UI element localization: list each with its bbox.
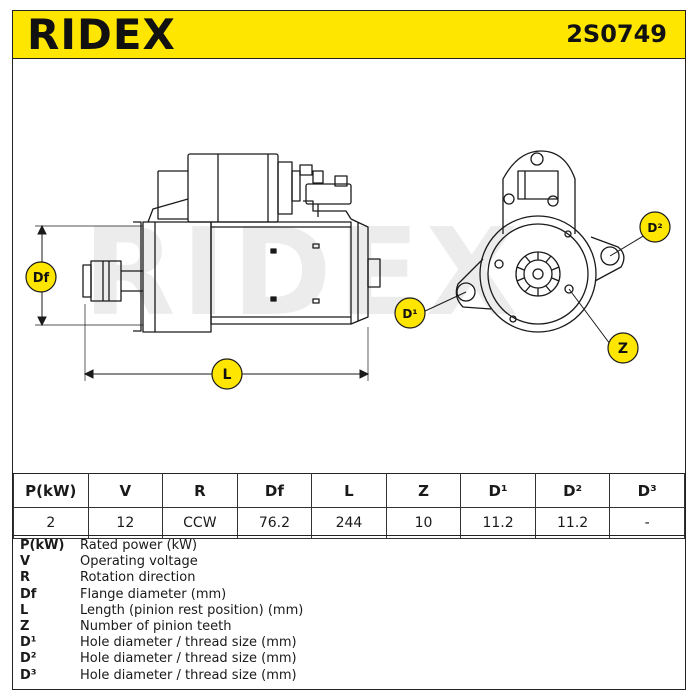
spec-header: R — [162, 473, 238, 508]
legend-symbol: L — [20, 602, 29, 618]
label-l-text: L — [223, 367, 232, 383]
legend-description: Hole diameter / thread size (mm) — [80, 667, 297, 683]
pinion-teeth — [516, 252, 560, 296]
spec-header: D² — [534, 473, 611, 508]
legend-symbol: Df — [20, 586, 37, 602]
label-l: L — [211, 358, 243, 390]
starter-front-view — [455, 150, 625, 333]
spec-header: Z — [385, 473, 462, 508]
legend-divider — [13, 535, 685, 536]
legend-symbol: D² — [20, 651, 37, 667]
spec-value: 11.2 — [534, 507, 611, 539]
legend-symbol: P(kW) — [20, 538, 65, 553]
spec-header: P(kW) — [13, 473, 89, 508]
legend-description: Operating voltage — [80, 554, 198, 570]
label-d2-text: D² — [647, 221, 662, 235]
spec-value: - — [609, 507, 685, 539]
legend-symbol: Z — [20, 618, 30, 634]
legend-item: D² Hole diameter / thread size (mm) — [20, 651, 660, 667]
label-d1: D¹ — [394, 297, 426, 329]
spec-header: Df — [236, 473, 313, 508]
watermark-text: RIDEX — [83, 204, 524, 343]
legend-description: Number of pinion teeth — [80, 618, 232, 634]
spec-value: CCW — [162, 507, 238, 539]
legend-item: L Length (pinion rest position) (mm) — [20, 603, 660, 619]
legend-description: Hole diameter / thread size (mm) — [80, 635, 297, 651]
legend-item: P(kW) Rated power (kW) — [20, 538, 660, 554]
legend-list: P(kW) Rated power (kW) V Operating voltage… — [20, 538, 660, 684]
legend-symbol: D¹ — [20, 635, 37, 651]
legend-item: D¹ Hole diameter / thread size (mm) — [20, 635, 660, 651]
spec-value: 10 — [385, 507, 462, 539]
legend-item: Z Number of pinion teeth — [20, 619, 660, 635]
legend-item: D³ Hole diameter / thread size (mm) — [20, 668, 660, 684]
label-df: Df — [25, 261, 57, 293]
specs-table: P(kW) V R Df L Z D¹ D² D³ 2 12 CCW 76.2 … — [13, 473, 685, 539]
legend-item: R Rotation direction — [20, 570, 660, 586]
label-df-text: Df — [33, 271, 50, 286]
specs-value-row: 2 12 CCW 76.2 244 10 11.2 11.2 - — [13, 507, 685, 539]
label-d1-text: D¹ — [402, 307, 417, 321]
spec-header: V — [87, 473, 164, 508]
legend-symbol: V — [20, 554, 31, 570]
label-d2: D² — [639, 211, 671, 243]
legend-symbol: R — [20, 570, 31, 586]
legend-description: Length (pinion rest position) (mm) — [80, 602, 304, 618]
brand-logo: RIDEX — [27, 10, 176, 59]
legend-item: Df Flange diameter (mm) — [20, 587, 660, 603]
specs-header-row: P(kW) V R Df L Z D¹ D² D³ — [13, 473, 685, 508]
spec-value: 244 — [311, 507, 387, 539]
technical-drawing: RIDEX — [13, 59, 685, 471]
legend-description: Flange diameter (mm) — [80, 586, 227, 602]
legend-item: V Operating voltage — [20, 554, 660, 570]
spec-header: D¹ — [460, 473, 536, 508]
spec-value: 2 — [13, 507, 89, 539]
legend-description: Hole diameter / thread size (mm) — [80, 651, 297, 667]
spec-header: L — [311, 473, 387, 508]
spec-header: D³ — [609, 473, 685, 508]
label-z-text: Z — [618, 341, 628, 357]
spec-value: 11.2 — [460, 507, 536, 539]
part-number: 2S0749 — [566, 20, 667, 48]
header-bar: RIDEX 2S0749 — [13, 11, 685, 59]
legend-description: Rated power (kW) — [80, 538, 198, 553]
legend-description: Rotation direction — [80, 570, 196, 586]
watermark-logo: RIDEX — [83, 204, 524, 343]
spec-value: 76.2 — [236, 507, 313, 539]
page-frame — [12, 10, 686, 690]
starter-side-view — [82, 153, 381, 333]
spec-value: 12 — [87, 507, 164, 539]
legend-symbol: D³ — [20, 667, 37, 683]
label-z: Z — [607, 332, 639, 364]
